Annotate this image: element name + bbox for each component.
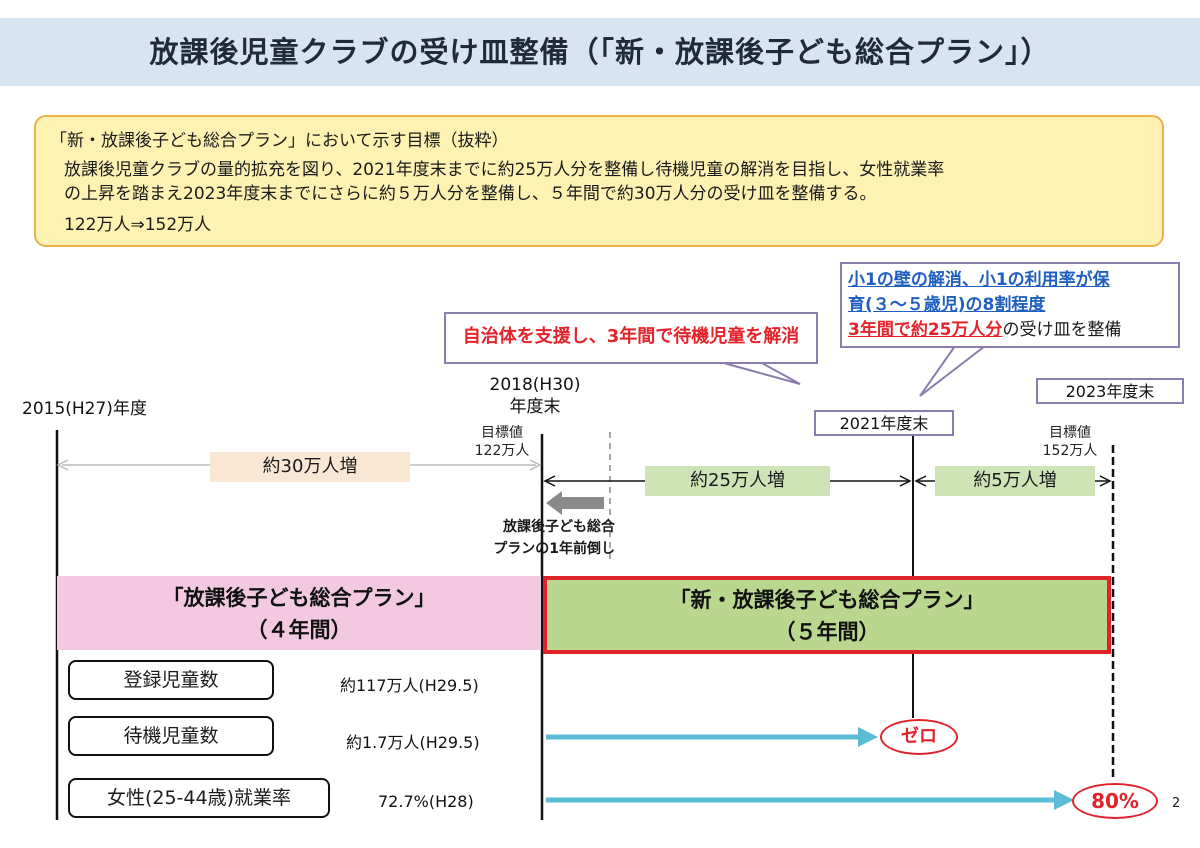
callout-right-line2: 育(３～５歳児)の8割程度: [848, 295, 1046, 315]
advance-label: 放課後子ども総合 プランの1年前倒し: [493, 519, 615, 557]
callout-left: 自治体を支援し、3年間で待機児童を解消: [444, 312, 818, 364]
callout-right-line1: 小1の壁の解消、小1の利用率が保: [848, 270, 1110, 290]
goal-line-2: の上昇を踏まえ2023年度末までにさらに約５万人分を整備し、５年間で約30万人分…: [64, 184, 877, 204]
row-value-employment: 72.7%(H28): [378, 792, 474, 811]
year-2021: 2021年度末: [814, 410, 954, 436]
year-2015: 2015(H27)年度: [22, 399, 147, 419]
year-2023: 2023年度末: [1036, 378, 1184, 404]
goal-box: [34, 115, 1164, 247]
old-plan-duration: （４年間）: [246, 618, 352, 642]
old-plan-box: 「放課後子ども総合プラン」 （４年間）: [57, 576, 541, 650]
callout-right-tail: [919, 345, 986, 397]
page-number: 2: [1172, 796, 1181, 811]
increase-25: 約25万人増: [645, 466, 830, 496]
row-label-registered: 登録児童数: [68, 660, 274, 700]
goal-heading: 「新・放課後子ども総合プラン」において示す目標（抜粋）: [50, 131, 509, 151]
new-plan-duration: （５年間）: [774, 620, 880, 644]
target-2018: 目標値 122万人: [474, 425, 530, 459]
target-80-oval: 80%: [1072, 783, 1158, 819]
goal-line-1: 放課後児童クラブの量的拡充を図り、2021年度末までに約25万人分を整備し待機児…: [64, 160, 945, 180]
callout-left-tail: [719, 361, 801, 385]
row-value-registered: 約117万人(H29.5): [340, 676, 479, 695]
title-bar: [0, 18, 1200, 86]
advance-arrow: [546, 491, 604, 515]
row-label-waitlist: 待機児童数: [68, 716, 274, 756]
callout-right: 小1の壁の解消、小1の利用率が保 育(３～５歳児)の8割程度 3年間で約25万人…: [840, 262, 1180, 348]
goal-line-3: 122万人⇒152万人: [64, 215, 212, 235]
increase-30: 約30万人増: [210, 452, 410, 482]
page-title: 放課後児童クラブの受け皿整備（「新・放課後子ども総合プラン」）: [149, 35, 1051, 69]
target-zero-oval: ゼロ: [880, 719, 958, 755]
new-plan-title: 「新・放課後子ども総合プラン」: [669, 588, 985, 612]
new-plan-box: 「新・放課後子ども総合プラン」 （５年間）: [543, 576, 1111, 654]
row-label-employment: 女性(25-44歳)就業率: [68, 778, 330, 818]
increase-5: 約5万人増: [935, 466, 1095, 496]
callout-right-red: 3年間で約25万人分: [848, 320, 1003, 340]
goal-text: 放課後児童クラブの量的拡充を図り、2021年度末までに約25万人分を整備し待機児…: [64, 158, 1154, 206]
year-2018: 2018(H30) 年度末: [489, 375, 581, 417]
row-value-waitlist: 約1.7万人(H29.5): [346, 733, 480, 752]
callout-right-rest: の受け皿を整備: [1002, 320, 1122, 340]
old-plan-title: 「放課後子ども総合プラン」: [162, 586, 436, 610]
target-2023: 目標値 152万人: [1042, 425, 1098, 459]
